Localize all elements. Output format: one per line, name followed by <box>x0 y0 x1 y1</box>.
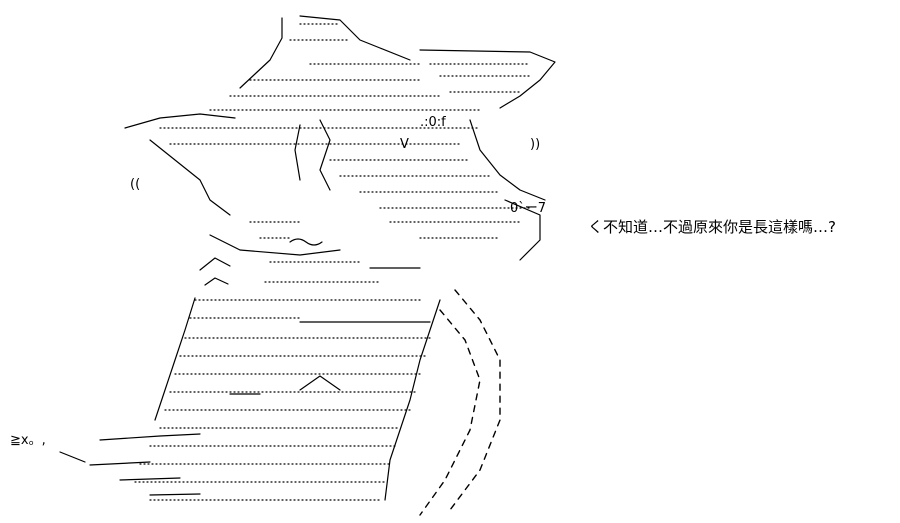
svg-text:≧x。,: ≧x。, <box>10 433 46 448</box>
speech-caption: く不知道…不過原來你是長這樣嗎…? <box>588 218 836 236</box>
body-outline <box>134 297 441 501</box>
head-outline <box>124 113 546 261</box>
left-arm: ≧x。, <box>10 433 201 496</box>
svg-text:V: V <box>400 137 409 152</box>
tail-dashes <box>419 289 501 516</box>
svg-text:)): )) <box>530 137 540 152</box>
svg-text:0`ー7: 0`ー7 <box>510 201 546 216</box>
mouth-region <box>199 234 421 286</box>
hat-outline <box>209 15 556 111</box>
svg-text:.:0:f: .:0:f <box>420 115 446 130</box>
hands-marks: (( )) .:0:f V 0`ー7 <box>130 115 546 216</box>
svg-text:((: (( <box>130 177 140 192</box>
